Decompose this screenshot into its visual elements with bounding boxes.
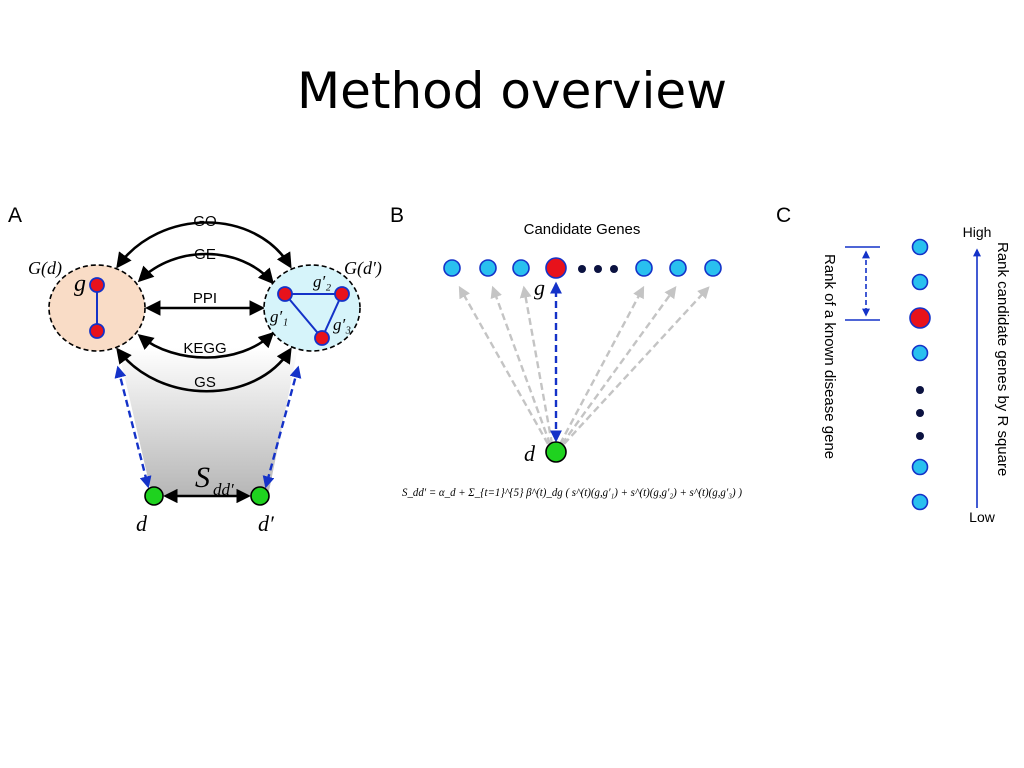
ranked-gene xyxy=(911,273,929,291)
similarity-symbol: S xyxy=(195,461,210,494)
rank-low-label: Low xyxy=(969,509,996,525)
rank-axis-label: Rank candidate genes by R square xyxy=(994,242,1011,476)
panel-b-label: B xyxy=(390,204,404,227)
ranked-gene xyxy=(911,493,929,511)
rank-known-label: Rank of a known disease gene xyxy=(821,254,838,459)
right-gene-node xyxy=(334,286,350,302)
candidate-gene xyxy=(479,259,497,277)
ellipsis-dot xyxy=(916,409,924,417)
edge-ge xyxy=(137,252,275,285)
left-gene-node xyxy=(89,323,105,339)
right-gene-node xyxy=(314,330,330,346)
ellipsis-dot xyxy=(578,265,586,273)
candidate-link xyxy=(490,285,552,445)
slide-title: Method overview xyxy=(296,62,728,120)
similarity-funnel xyxy=(118,348,298,496)
candidate-gene xyxy=(443,259,461,277)
candidate-link xyxy=(561,286,677,445)
edge-label-ge: GE xyxy=(194,246,216,263)
gene-disease-link-left xyxy=(114,365,152,489)
right-gene-links xyxy=(282,293,344,340)
candidate-link xyxy=(558,285,645,445)
disease-label-d-prime: d′ xyxy=(258,511,275,536)
right-gene-label-2: g′₂ xyxy=(313,272,331,291)
ellipsis-dot xyxy=(610,265,618,273)
gene-disease-link-right xyxy=(262,365,302,489)
right-gene-node xyxy=(277,286,293,302)
panel-a: A GO GE PPI KEGG GS G(d) g xyxy=(8,204,382,536)
candidate-link xyxy=(563,286,710,445)
ellipsis-dot xyxy=(594,265,602,273)
known-gene-label: g xyxy=(534,275,545,300)
disease-label-d: d xyxy=(136,511,148,536)
edge-label-go: GO xyxy=(193,213,216,230)
panel-a-label: A xyxy=(8,204,22,227)
candidate-gene xyxy=(704,259,722,277)
edge-go xyxy=(116,221,292,269)
right-gene-label-3: g′₃ xyxy=(333,315,351,334)
panel-c-label: C xyxy=(776,204,791,227)
left-set-label: G(d) xyxy=(28,258,62,279)
ranked-known-gene xyxy=(909,307,931,329)
candidate-gene xyxy=(669,259,687,277)
right-set-label: G(d′) xyxy=(344,258,382,279)
edge-label-gs: GS xyxy=(194,374,216,391)
disease-node xyxy=(545,441,567,463)
edge-label-kegg: KEGG xyxy=(183,340,226,357)
disease-node-d xyxy=(144,486,164,506)
right-gene-label-1: g′₁ xyxy=(270,307,288,326)
panel-c: C Rank of a known disease gene High Low … xyxy=(776,204,1011,525)
candidate-link xyxy=(458,285,550,445)
ellipsis-dot xyxy=(916,386,924,394)
candidate-link xyxy=(519,285,554,445)
disease-label: d xyxy=(524,441,536,466)
similarity-subscript: dd′ xyxy=(213,480,234,499)
ellipsis-dot xyxy=(916,432,924,440)
candidate-links xyxy=(458,285,710,445)
ranked-gene xyxy=(911,458,929,476)
candidate-gene xyxy=(635,259,653,277)
candidate-genes-title: Candidate Genes xyxy=(524,221,641,238)
score-formula: S_dd′ = α_d + Σ_{t=1}^{5} β^(t)_dg ( s^(… xyxy=(402,485,742,499)
disease-node-d-prime xyxy=(250,486,270,506)
edge-label-ppi: PPI xyxy=(193,290,217,307)
panel-b: B Candidate Genes g xyxy=(390,204,742,499)
candidate-gene xyxy=(512,259,530,277)
rank-high-label: High xyxy=(963,224,992,240)
gene-set-right xyxy=(263,264,361,352)
left-gene-label: g xyxy=(74,271,86,297)
known-disease-gene xyxy=(545,257,567,279)
ranked-gene xyxy=(911,238,929,256)
left-gene-node xyxy=(89,277,105,293)
ranked-gene xyxy=(911,344,929,362)
